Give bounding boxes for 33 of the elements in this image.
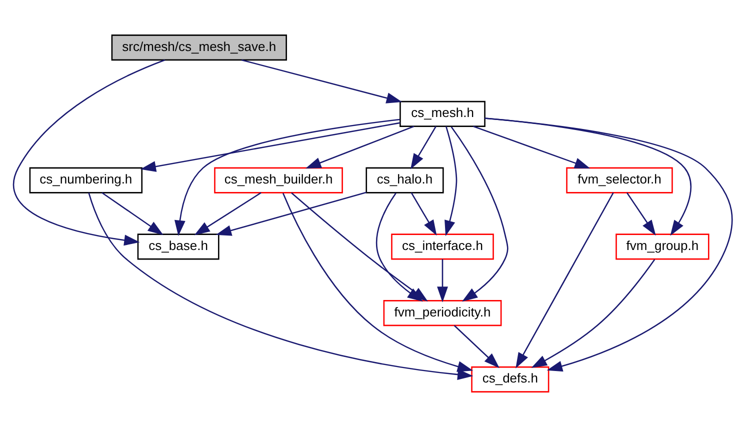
arrow <box>450 126 508 302</box>
node-box: cs_mesh_builder.h <box>214 167 343 194</box>
arrow <box>484 118 733 372</box>
node-box: fvm_selector.h <box>566 167 673 194</box>
arrow <box>410 126 436 170</box>
arrow <box>282 192 474 372</box>
node-box: cs_halo.h <box>366 167 444 194</box>
node-box: cs_mesh.h <box>400 100 486 127</box>
node-box: fvm_group.h <box>616 234 710 260</box>
arrow <box>454 325 500 368</box>
node-box: src/mesh/cs_mesh_save.h <box>111 34 287 61</box>
node-box: fvm_periodicity.h <box>383 300 502 326</box>
arrow <box>410 192 437 236</box>
arrow <box>531 259 656 368</box>
arrow <box>88 192 474 380</box>
arrow <box>140 122 400 172</box>
arrow <box>473 126 590 168</box>
arrow <box>516 192 614 368</box>
node-box: cs_defs.h <box>471 366 550 392</box>
node-box: cs_numbering.h <box>29 167 143 194</box>
arrow <box>13 59 166 246</box>
node-box: cs_base.h <box>137 234 220 260</box>
arrow <box>194 192 262 236</box>
arrow <box>437 259 448 302</box>
arrow <box>216 192 367 236</box>
arrow <box>484 118 692 236</box>
arrow <box>626 192 656 236</box>
arrow <box>444 126 458 236</box>
arrow <box>241 59 402 104</box>
arrow <box>174 118 400 236</box>
node-box: cs_interface.h <box>391 234 494 260</box>
arrow <box>305 126 414 169</box>
arrow <box>102 192 164 236</box>
